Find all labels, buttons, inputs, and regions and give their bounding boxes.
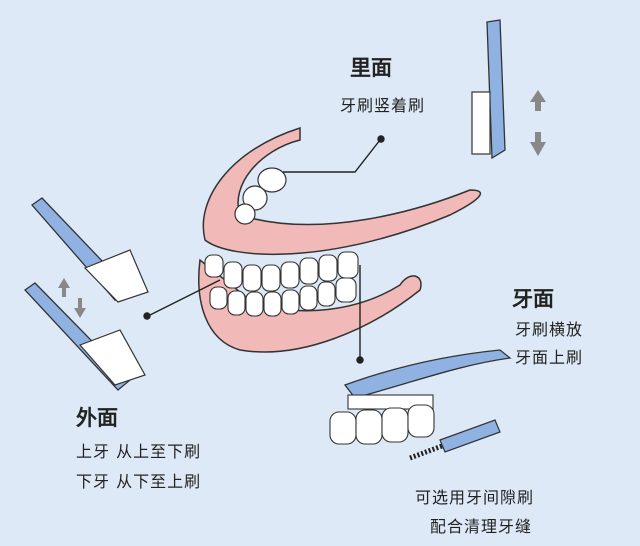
up-arrow-icon (530, 90, 546, 111)
outer-toothbrush-upper (31, 197, 149, 303)
outer-line-2: 下牙 从下至上刷 (76, 472, 202, 491)
chewing-line-1: 牙刷横放 (515, 320, 584, 339)
lower-gum (198, 258, 422, 353)
front-teeth (204, 251, 359, 317)
outer-title: 外面 (76, 406, 118, 430)
leader-lines (143, 135, 385, 364)
chewing-title: 牙面 (512, 287, 554, 311)
chewing-line-2: 牙面上刷 (515, 348, 584, 367)
inner-title: 里面 (350, 56, 392, 80)
horizontal-toothbrush (329, 349, 512, 445)
interdental-line-1: 可选用牙间隙刷 (415, 488, 535, 507)
outer-toothbrush-lower (24, 282, 146, 391)
interdental-line-2: 配合清理牙缝 (430, 517, 533, 536)
up-down-arrow-icon (58, 278, 86, 318)
outer-line-1: 上牙 从上至下刷 (76, 442, 202, 461)
vertical-toothbrush (471, 19, 506, 160)
upper-back-teeth (234, 167, 287, 225)
inner-desc: 牙刷竖着刷 (340, 96, 426, 115)
interdental-brush (409, 419, 501, 461)
down-arrow-icon (530, 132, 546, 156)
